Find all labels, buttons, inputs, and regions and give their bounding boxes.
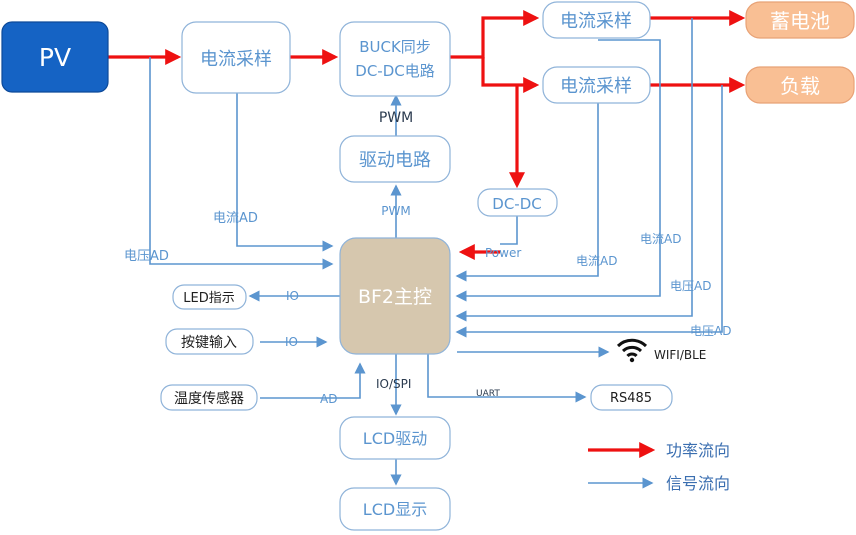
main-controller-node: BF2主控 bbox=[339, 237, 451, 355]
current-sampling-battery-node: 电流采样 bbox=[542, 1, 651, 39]
battery-node: 蓄电池 bbox=[745, 1, 855, 39]
io-key-label: IO bbox=[285, 335, 298, 349]
driver-circuit-label: 驱动电路 bbox=[359, 150, 431, 171]
current-sampling-battery-label: 电流采样 bbox=[560, 11, 632, 32]
buck-label-line1: BUCK同步 bbox=[359, 38, 431, 56]
power-label: Power bbox=[485, 246, 521, 260]
wifi-icon bbox=[616, 338, 648, 363]
wifi-ble-label: WIFI/BLE bbox=[654, 348, 706, 362]
legend: 功率流向 信号流向 bbox=[588, 441, 730, 493]
voltage-ad-load-label: 电压AD bbox=[690, 324, 731, 338]
buck-label-line2: DC-DC电路 bbox=[355, 62, 434, 80]
current-ad-left-label: 电流AD bbox=[213, 211, 258, 226]
ad-temp-label: AD bbox=[320, 392, 337, 406]
voltage-ad-battery-label: 电压AD bbox=[670, 279, 711, 293]
legend-signal-label: 信号流向 bbox=[666, 474, 730, 493]
driver-circuit-node: 驱动电路 bbox=[339, 135, 451, 183]
temperature-sensor-node: 温度传感器 bbox=[160, 384, 258, 411]
legend-power-label: 功率流向 bbox=[666, 441, 730, 460]
key-input-node: 按键输入 bbox=[165, 328, 254, 355]
power-flow-lines bbox=[108, 10, 746, 260]
current-ad-battery-label: 电流AD bbox=[640, 232, 681, 246]
battery-label: 蓄电池 bbox=[770, 9, 830, 33]
dcdc-label: DC-DC bbox=[492, 195, 541, 213]
edge-labels: PWM PWM 电流AD 电压AD Power 电流AD 电流AD 电压AD 电… bbox=[124, 110, 731, 406]
pv-label: PV bbox=[39, 43, 71, 72]
temperature-sensor-label: 温度传感器 bbox=[174, 390, 244, 407]
lcd-display-label: LCD显示 bbox=[363, 500, 427, 519]
voltage-ad-left-label: 电压AD bbox=[124, 249, 169, 264]
current-sampling-load-label: 电流采样 bbox=[560, 76, 632, 97]
lcd-driver-node: LCD驱动 bbox=[339, 416, 451, 460]
uart-label: UART bbox=[476, 389, 500, 399]
lcd-display-node: LCD显示 bbox=[339, 487, 451, 531]
main-controller-label: BF2主控 bbox=[358, 286, 432, 308]
current-sampling-input-node: 电流采样 bbox=[181, 21, 291, 94]
signal-flow-lines bbox=[149, 18, 723, 486]
io-spi-label: IO/SPI bbox=[376, 377, 411, 391]
rs485-node: RS485 bbox=[590, 384, 673, 411]
io-led-label: IO bbox=[286, 289, 299, 303]
pv-node: PV bbox=[1, 21, 109, 93]
led-indicator-label: LED指示 bbox=[183, 291, 234, 306]
current-sampling-load-node: 电流采样 bbox=[542, 66, 651, 104]
buck-dcdc-node: BUCK同步 DC-DC电路 bbox=[339, 21, 451, 97]
led-indicator-node: LED指示 bbox=[172, 284, 247, 310]
pwm-upper-label: PWM bbox=[379, 110, 413, 126]
current-ad-load-label: 电流AD bbox=[576, 254, 617, 268]
load-label: 负载 bbox=[780, 74, 820, 98]
current-sampling-input-label: 电流采样 bbox=[200, 49, 272, 70]
pwm-lower-label: PWM bbox=[381, 204, 410, 218]
rs485-label: RS485 bbox=[610, 391, 652, 406]
dcdc-node: DC-DC bbox=[477, 188, 558, 217]
key-input-label: 按键输入 bbox=[181, 335, 237, 351]
lcd-driver-label: LCD驱动 bbox=[363, 429, 427, 448]
load-node: 负载 bbox=[745, 66, 855, 104]
